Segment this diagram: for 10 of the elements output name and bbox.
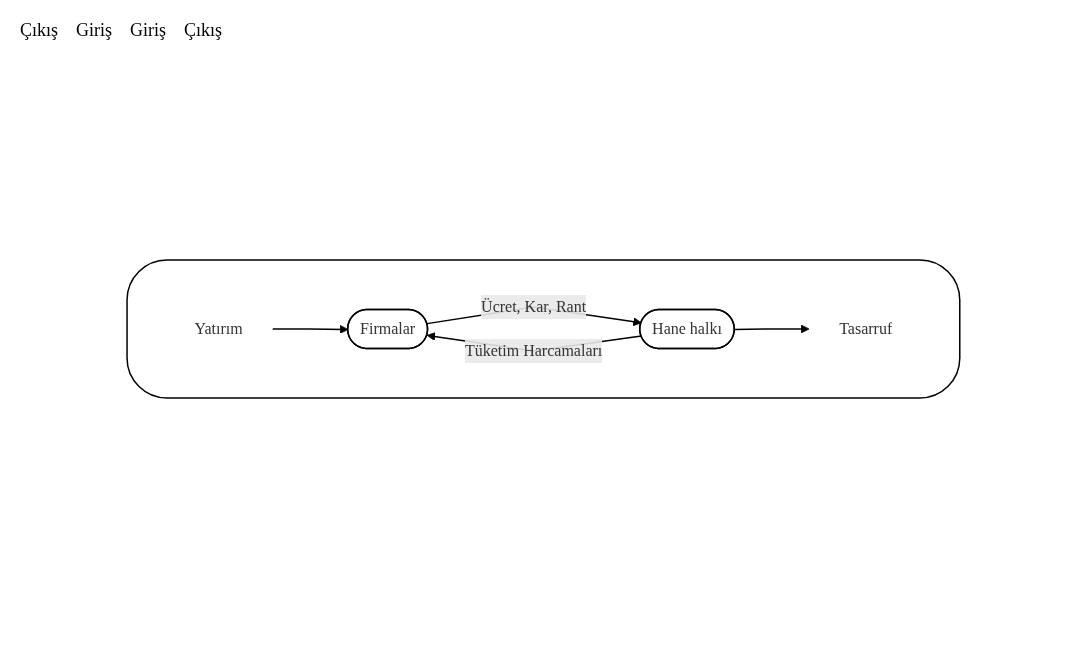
flow-label: Çıkış <box>20 20 58 41</box>
edge-label: Ücret, Kar, Rant <box>480 297 586 315</box>
cluster <box>125 258 961 399</box>
flow-label: Çıkış <box>184 20 223 41</box>
node-text: Yatırım <box>194 319 243 337</box>
node-text: Tasarruf <box>838 319 892 337</box>
flow-label: Giriş <box>76 20 112 41</box>
edge-label: Tüketim Harcamaları <box>464 341 602 359</box>
arrow <box>733 324 810 333</box>
flow-label: Giriş <box>130 20 166 41</box>
